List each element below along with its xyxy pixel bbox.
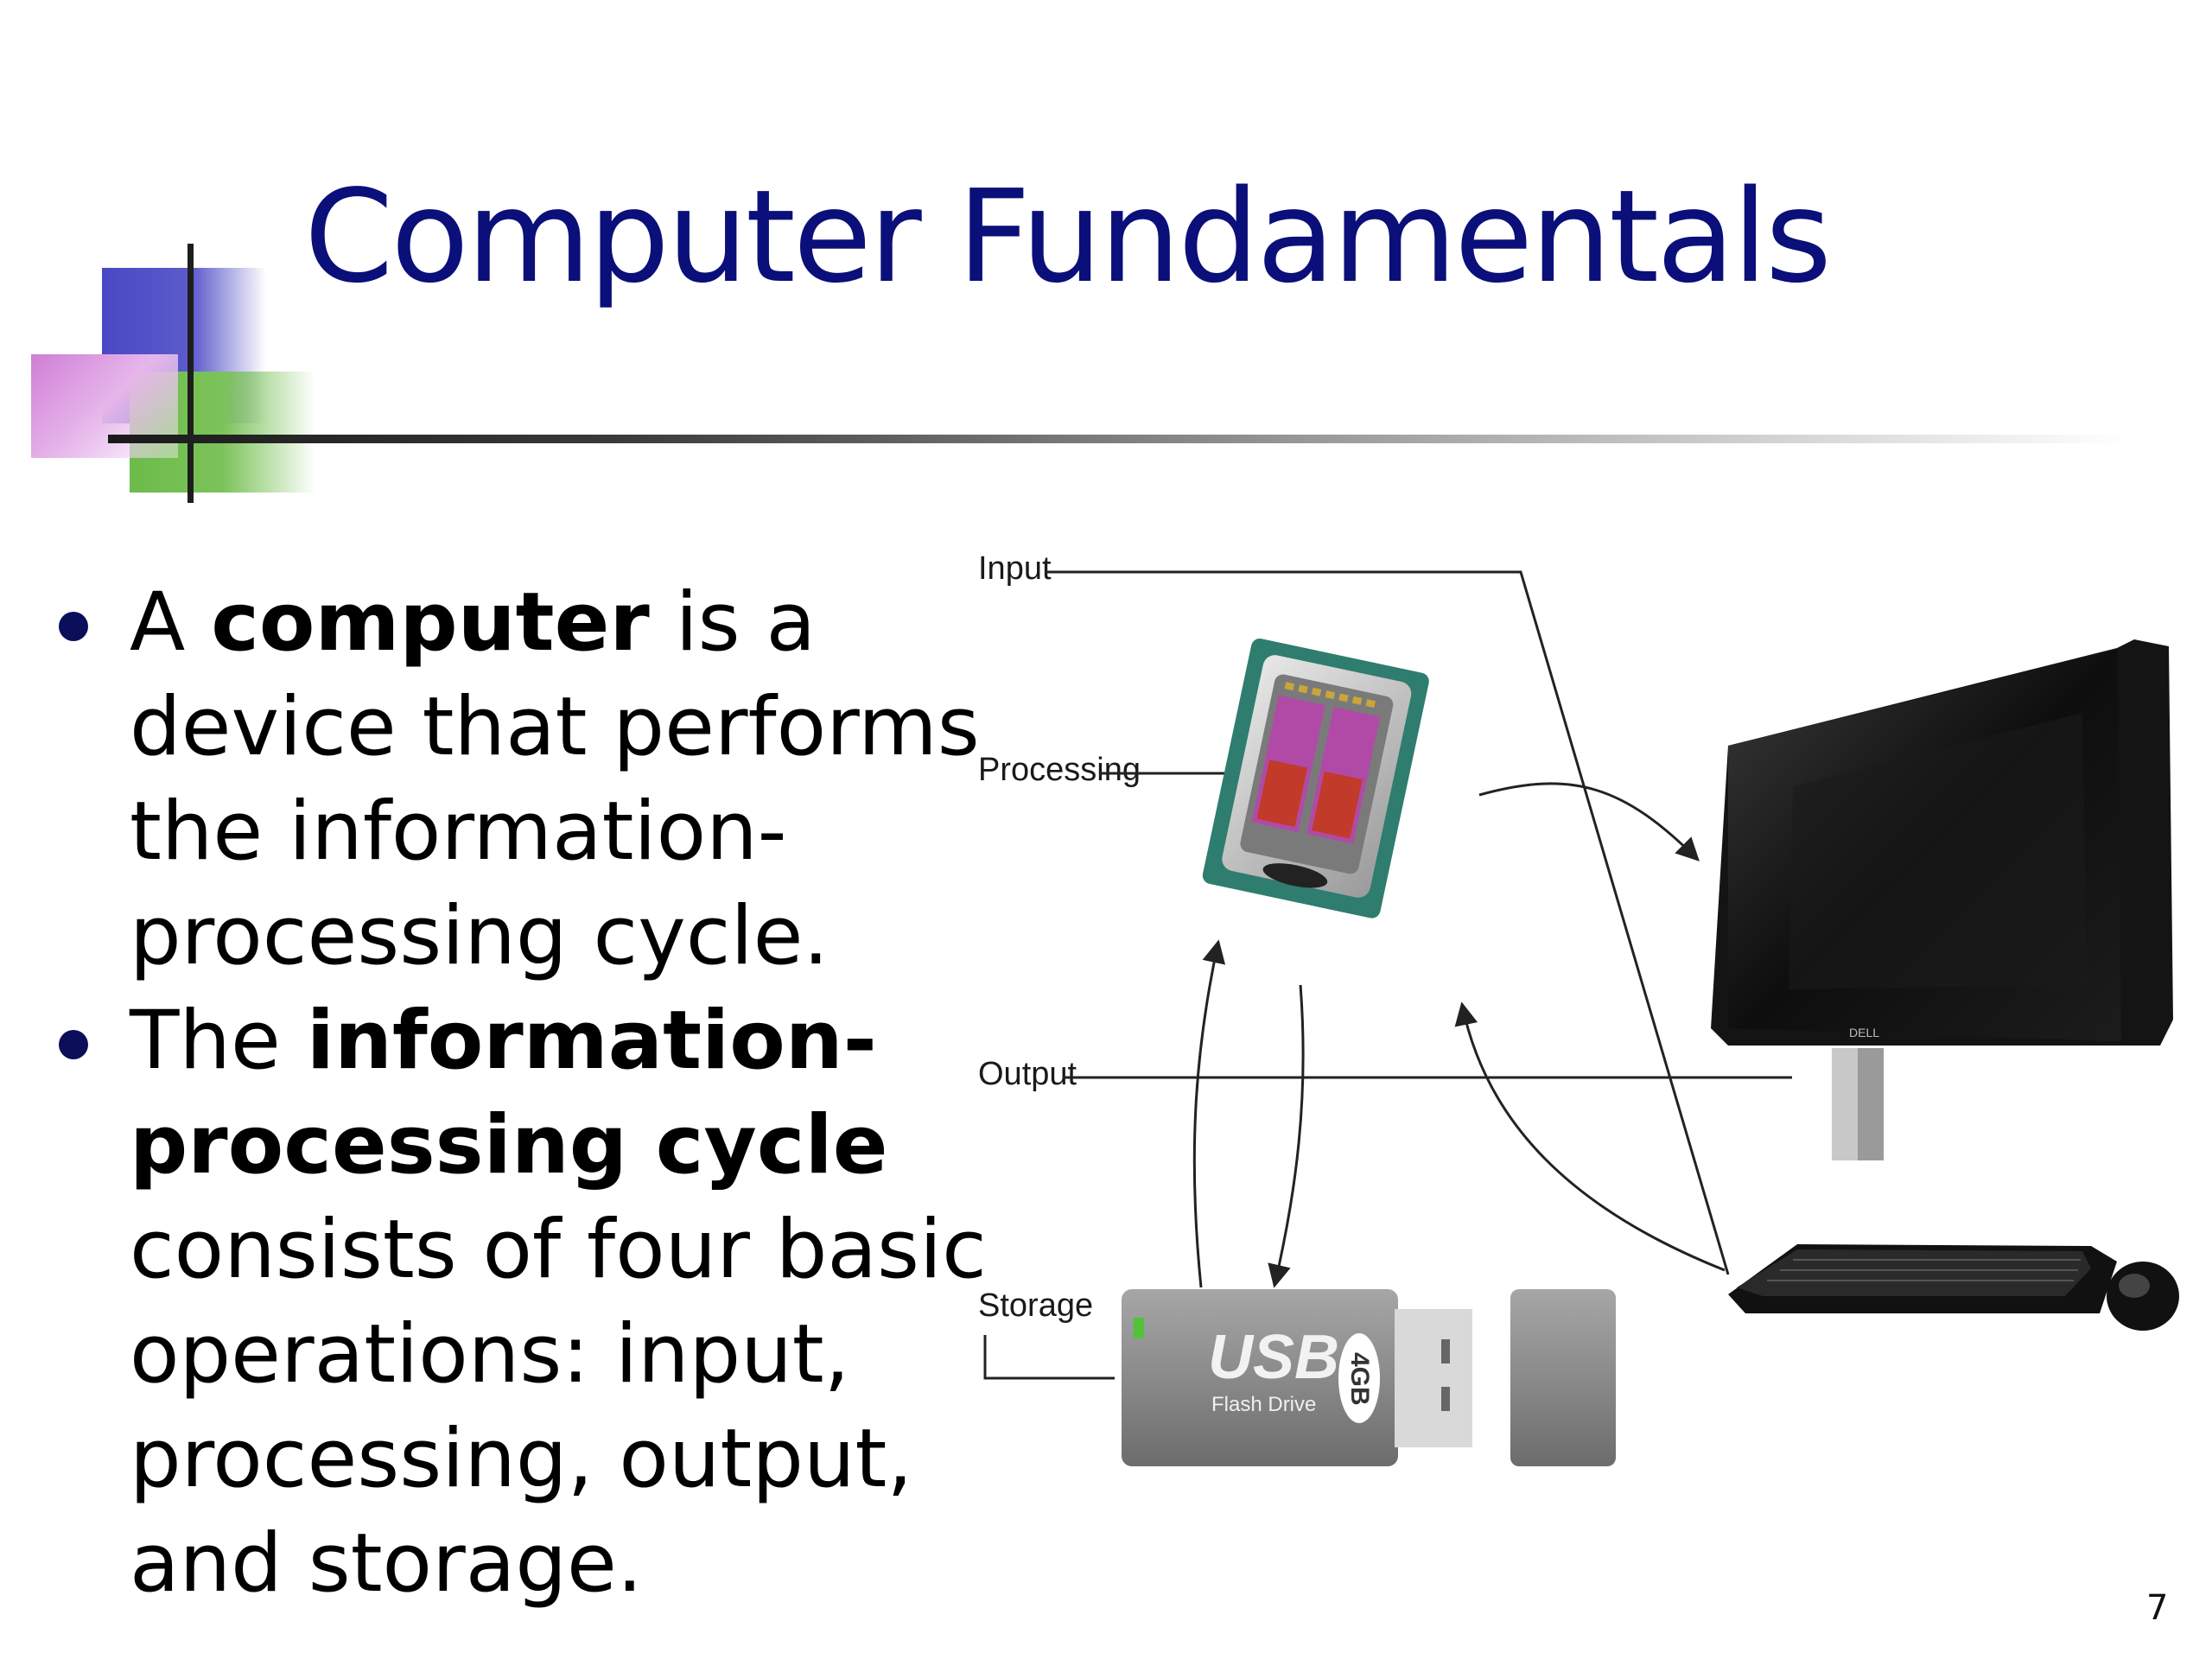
label-output: Output — [978, 1056, 1077, 1092]
usb-capacity: 4GB — [1345, 1352, 1374, 1406]
bullet-line: A computer is a — [130, 570, 959, 675]
bullet-text: and storage. — [130, 1516, 643, 1611]
bullet-text: consists of four basic — [130, 1203, 987, 1297]
bullet-list: A computer is a device that performs the… — [52, 570, 987, 1616]
arrow-storage-to-processing — [1192, 939, 1226, 1288]
bullet-text-bold: computer — [211, 575, 650, 670]
usb-brand: USB — [1208, 1323, 1339, 1392]
bullet-text: device that performs — [130, 680, 980, 774]
bullet-line: operations: input, — [130, 1302, 959, 1407]
page-number: 7 — [2146, 1588, 2169, 1628]
storage-leader-line — [983, 1335, 1115, 1380]
processing-cycle-figure: Input Processing Output Storage DELL — [968, 536, 2212, 1512]
bullet-line: the information- — [130, 779, 959, 884]
arrow-processing-to-output — [1478, 782, 1700, 861]
bullet-item-computer-definition: A computer is a device that performs the… — [52, 570, 980, 988]
bullet-line: processing, output, — [130, 1407, 959, 1511]
bullet-dot-icon — [59, 1030, 88, 1059]
bullet-text: processing cycle. — [130, 889, 830, 983]
bullet-text: processing, output, — [130, 1412, 913, 1506]
label-processing: Processing — [978, 752, 1141, 788]
bullet-text-bold: information- — [306, 994, 877, 1088]
arrow-input-to-processing — [1454, 1001, 1726, 1272]
mouse-icon — [2107, 1262, 2179, 1331]
label-input: Input — [978, 550, 1052, 587]
arrow-processing-to-storage — [1268, 984, 1305, 1288]
processing-cycle-diagram: Input Processing Output Storage DELL — [978, 550, 2179, 1466]
bullet-text: is a — [649, 575, 817, 670]
monitor-icon: DELL — [1711, 639, 2173, 1160]
monitor-brand: DELL — [1849, 1026, 1879, 1039]
bullet-text-bold: processing cycle — [130, 1098, 888, 1192]
usb-subtitle: Flash Drive — [1211, 1393, 1316, 1416]
bullet-line: processing cycle. — [130, 884, 959, 988]
bullet-line: device that performs — [130, 675, 980, 779]
keyboard-icon — [1728, 1244, 2117, 1313]
cpu-icon — [1202, 639, 1429, 918]
title-underline — [108, 435, 2130, 443]
bullet-line: and storage. — [130, 1511, 959, 1616]
bullet-text: operations: input, — [130, 1307, 850, 1402]
decor-vertical-line — [188, 244, 194, 503]
bullet-line: The information- — [130, 988, 959, 1093]
bullet-item-processing-cycle: The information- processing cycle consis… — [52, 988, 987, 1616]
bullet-line: consists of four basic — [130, 1198, 987, 1302]
bullet-dot-icon — [59, 612, 88, 641]
usb-flash-drive-icon: USB Flash Drive 4GB — [1122, 1289, 1616, 1466]
input-leader-line — [1046, 570, 1730, 1275]
bullet-text: the information- — [130, 785, 787, 879]
bullet-line: processing cycle — [130, 1093, 959, 1198]
slide-title: Computer Fundamentals — [304, 162, 1832, 311]
label-storage: Storage — [978, 1287, 1093, 1324]
bullet-text: A — [130, 575, 212, 670]
bullet-text: The — [130, 994, 307, 1088]
